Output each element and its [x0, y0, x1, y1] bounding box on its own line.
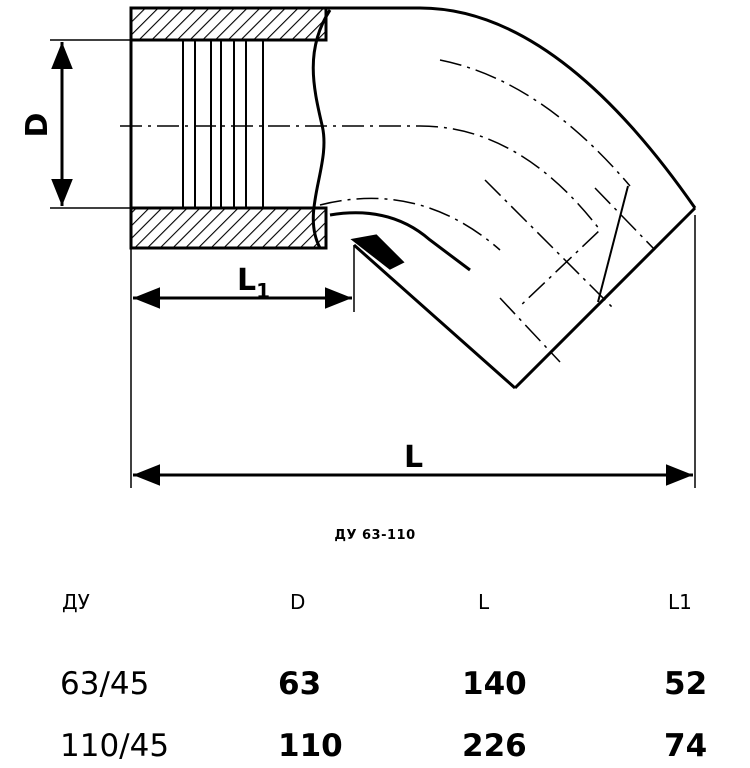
table-cell: 226	[462, 728, 527, 764]
dimension-l: L	[130, 215, 696, 488]
dimension-l1-label: L1	[237, 263, 270, 303]
table-cell: 63/45	[60, 666, 150, 702]
drawing-caption: ДУ 63-110	[334, 528, 416, 543]
table-cell: 110/45	[60, 728, 170, 764]
dimension-d: D	[20, 39, 131, 209]
table-row: 110/45 110 226 74	[0, 728, 750, 768]
table-header-cell: ДУ	[62, 590, 90, 614]
table-header-row: ДУ D L L1	[0, 590, 750, 630]
table-header-cell: D	[290, 590, 306, 614]
table-cell: 74	[664, 728, 708, 764]
table-cell: 140	[462, 666, 527, 702]
dimension-l1: L1	[130, 245, 355, 312]
table-header-cell: L	[478, 590, 490, 614]
table-header-cell: L1	[668, 590, 692, 614]
table-cell: 52	[664, 666, 708, 702]
table-cell: 110	[278, 728, 343, 764]
table-cell: 63	[278, 666, 322, 702]
dimension-l-label: L	[404, 440, 423, 475]
center-lines	[120, 59, 656, 363]
elbow-contour	[326, 6, 697, 390]
elbow-fitting-drawing: D L1 L	[20, 6, 697, 488]
table-row: 63/45 63 140 52	[0, 666, 750, 706]
socket-body	[129, 6, 332, 250]
dimension-d-label: D	[20, 113, 55, 138]
